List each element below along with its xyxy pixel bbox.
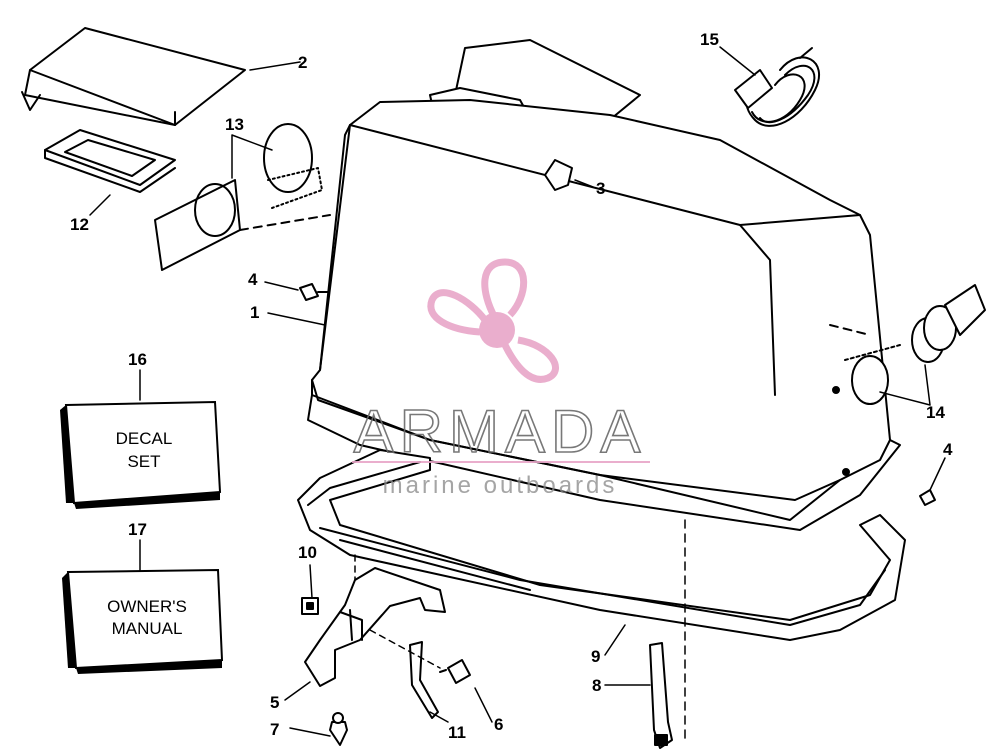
callout-16: 16 — [128, 350, 147, 369]
watermark-brand: ARMADA — [354, 398, 647, 465]
part-15-harness — [734, 47, 821, 127]
part-14-side-decals — [829, 284, 986, 405]
owners-manual-line2: MANUAL — [112, 619, 183, 638]
callout-9: 9 — [591, 647, 600, 666]
part-5-bracket — [304, 567, 446, 687]
callout-7: 7 — [270, 720, 279, 739]
decal-set-line1: DECAL — [116, 429, 173, 448]
decal-set-line2: SET — [127, 452, 160, 471]
part-4-screw-left — [299, 283, 329, 301]
part-13-decal — [154, 123, 331, 271]
callout-8: 8 — [592, 676, 601, 695]
callout-1: 1 — [250, 303, 259, 322]
part-7-grommet — [329, 712, 348, 746]
part-10-clip — [301, 597, 319, 615]
callout-4-right: 4 — [943, 440, 953, 459]
callout-3: 3 — [596, 179, 605, 198]
owners-manual-box: OWNER'S MANUAL — [62, 568, 224, 674]
part-2-top-cover — [21, 27, 246, 126]
watermark-tagline: marine outboards — [383, 472, 618, 499]
owners-manual-line1: OWNER'S — [107, 597, 187, 616]
part-1-cowl — [307, 39, 901, 531]
callout-10: 10 — [298, 543, 317, 562]
callout-5: 5 — [270, 693, 279, 712]
callout-11: 11 — [448, 723, 466, 742]
callout-14: 14 — [926, 403, 945, 422]
part-11-latch — [409, 641, 439, 719]
callout-15: 15 — [700, 30, 719, 49]
callout-13: 13 — [225, 115, 244, 134]
callout-4-left: 4 — [248, 270, 258, 289]
callout-6: 6 — [494, 715, 503, 734]
part-8-bracket — [649, 642, 673, 749]
callout-2: 2 — [298, 53, 307, 72]
part-4-screw-right — [919, 489, 936, 506]
decal-set-box: DECAL SET — [60, 400, 222, 509]
callout-17: 17 — [128, 520, 147, 539]
callout-12: 12 — [70, 215, 89, 234]
watermark: ARMADA marine outboards — [352, 258, 650, 499]
part-12-bezel — [44, 129, 176, 193]
part-9-seal — [297, 449, 906, 641]
propeller-logo-icon — [427, 258, 559, 383]
part-6-screw — [439, 659, 471, 684]
